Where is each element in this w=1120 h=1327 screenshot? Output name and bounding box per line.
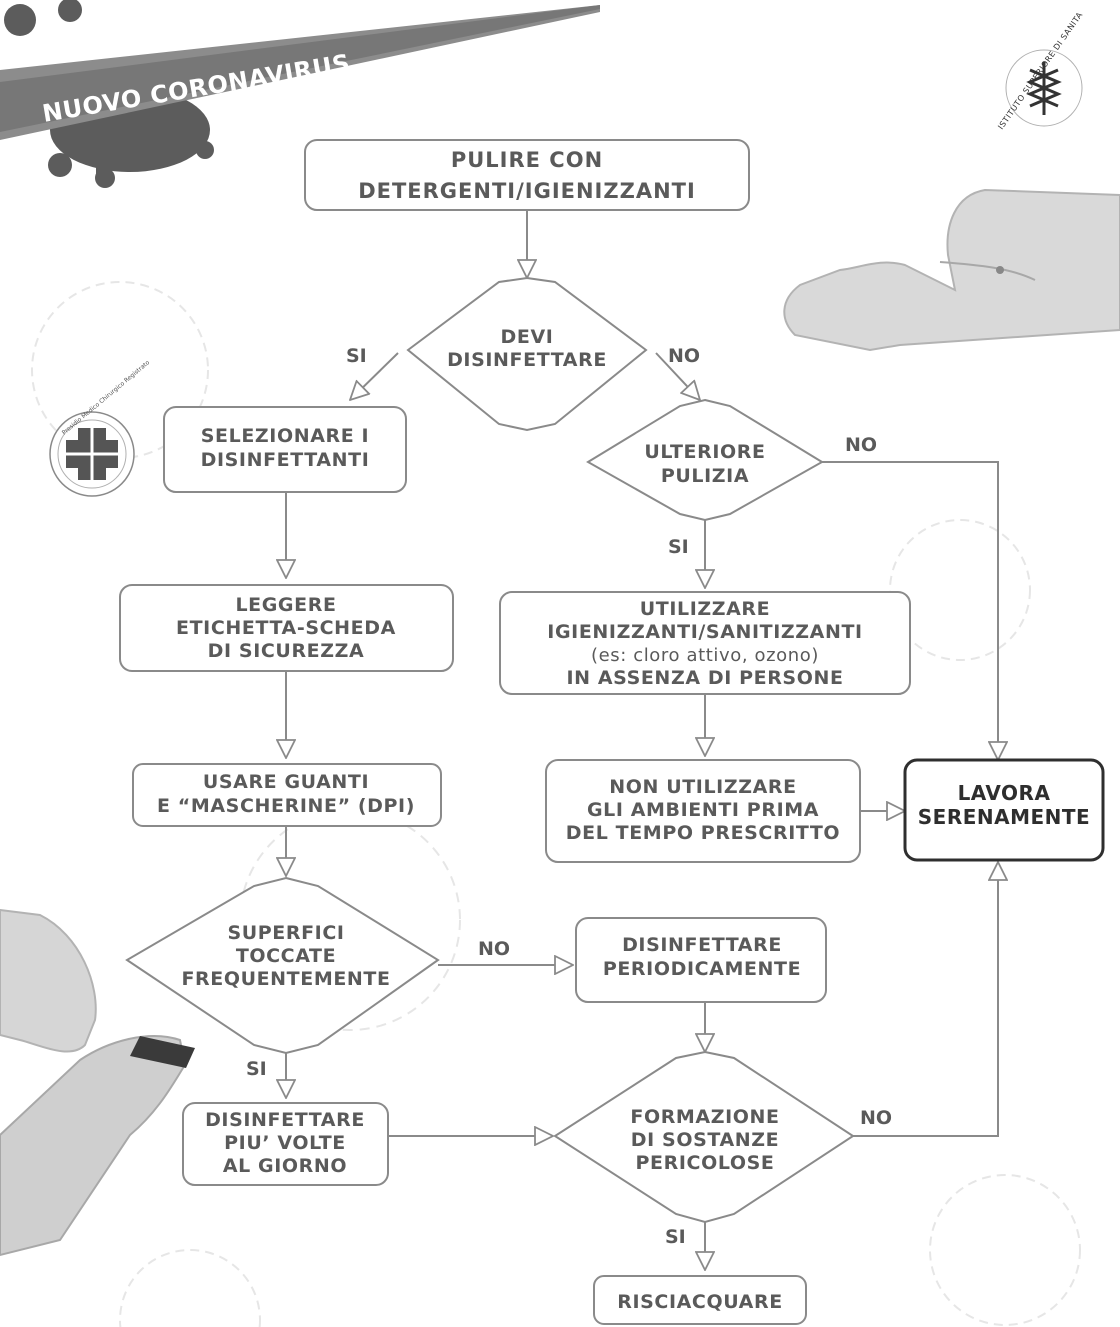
node-usare-guanti: USARE GUANTI E “MASCHERINE” (DPI) — [132, 763, 442, 827]
gloved-hands-cleaning-illustration — [0, 908, 195, 1257]
node-disinfettare-piu-volte: DISINFETTARE PIU’ VOLTE AL GIORNO — [182, 1102, 389, 1186]
node-piu-volte-line-2: PIU’ VOLTE — [224, 1132, 346, 1154]
node-lavora-line-1: LAVORA — [958, 781, 1051, 805]
decision-superfici-line-1: SUPERFICI — [227, 922, 344, 944]
edge-label-formazione-no: NO — [860, 1107, 892, 1129]
node-pulire-line-2: DETERGENTI/IGIENIZZANTI — [358, 179, 696, 203]
node-periodicamente-line-1: DISINFETTARE — [622, 934, 782, 956]
node-selezionare-line-1: SELEZIONARE I — [201, 425, 369, 447]
iss-logo-text: ISTITUTO SUPERIORE DI SANITA — [996, 10, 1084, 131]
decision-ulteriore-line-2: PULIZIA — [661, 465, 749, 487]
decision-devi-line-2: DISINFETTARE — [447, 349, 607, 371]
node-risciacquare-line-1: RISCIACQUARE — [617, 1291, 783, 1313]
edge-label-superfici-no: NO — [478, 938, 510, 960]
node-utilizzare-line-3: (es: cloro attivo, ozono) — [591, 645, 819, 666]
decision-devi-line-1: DEVI — [501, 326, 554, 348]
edge-label-devi-no: NO — [668, 345, 700, 367]
decision-formazione-line-3: PERICOLOSE — [636, 1152, 775, 1174]
node-selezionare-line-2: DISINFETTANTI — [201, 449, 370, 471]
node-piu-volte-line-1: DISINFETTARE — [205, 1109, 365, 1131]
coronavirus-banner: NUOVO CORONAVIRUS — [0, 0, 600, 188]
decision-formazione-line-1: FORMAZIONE — [630, 1106, 779, 1128]
node-selezionare: SELEZIONARE I DISINFETTANTI — [163, 406, 407, 493]
node-utilizzare-line-4: IN ASSENZA DI PERSONE — [566, 667, 843, 689]
decision-formazione-sostanze: FORMAZIONE DI SOSTANZE PERICOLOSE — [553, 1050, 855, 1224]
medical-logo: Presidio Medico Chirurgico Registrato — [49, 359, 151, 497]
edge-label-formazione-si: SI — [665, 1226, 686, 1248]
node-usare-line-2: E “MASCHERINE” (DPI) — [157, 795, 415, 817]
iss-seal-icon — [1026, 62, 1062, 115]
node-non-utilizzare-line-1: NON UTILIZZARE — [609, 776, 796, 798]
decision-ulteriore-line-1: ULTERIORE — [644, 441, 765, 463]
node-leggere-line-2: ETICHETTA-SCHEDA — [176, 617, 396, 639]
node-pulire-line-1: PULIRE CON — [451, 148, 603, 172]
decision-devi-disinfettare: DEVI DISINFETTARE — [406, 276, 648, 432]
node-non-utilizzare-line-2: GLI AMBIENTI PRIMA — [587, 799, 819, 821]
node-utilizzare: UTILIZZARE IGIENIZZANTI/SANITIZZANTI (es… — [499, 591, 911, 695]
node-utilizzare-line-2: IGIENIZZANTI/SANITIZZANTI — [547, 621, 862, 643]
decision-ulteriore-pulizia: ULTERIORE PULIZIA — [586, 398, 824, 522]
edge-labels: SI NO NO SI NO SI NO SI — [246, 345, 892, 1248]
node-leggere-line-3: DI SICUREZZA — [208, 640, 365, 662]
node-leggere: LEGGERE ETICHETTA-SCHEDA DI SICUREZZA — [119, 584, 454, 672]
decision-superfici-line-3: FREQUENTEMENTE — [181, 968, 390, 990]
edge-label-ulteriore-no: NO — [845, 434, 877, 456]
node-non-utilizzare: NON UTILIZZARE GLI AMBIENTI PRIMA DEL TE… — [545, 759, 861, 863]
decision-superfici-toccate: SUPERFICI TOCCATE FREQUENTEMENTE — [125, 876, 440, 1055]
node-utilizzare-line-1: UTILIZZARE — [640, 598, 771, 620]
node-leggere-line-1: LEGGERE — [235, 594, 336, 616]
node-risciacquare: RISCIACQUARE — [593, 1275, 807, 1325]
node-periodicamente-line-2: PERIODICAMENTE — [603, 958, 801, 980]
node-non-utilizzare-line-3: DEL TEMPO PRESCRITTO — [566, 822, 840, 844]
edge-label-ulteriore-si: SI — [668, 536, 689, 558]
node-piu-volte-line-3: AL GIORNO — [223, 1155, 347, 1177]
node-pulire: PULIRE CON DETERGENTI/IGIENIZZANTI — [304, 139, 750, 211]
decision-superfici-line-2: TOCCATE — [236, 945, 336, 967]
iss-logo: ISTITUTO SUPERIORE DI SANITA — [996, 10, 1084, 131]
node-usare-line-1: USARE GUANTI — [203, 771, 369, 793]
gloved-hand-illustration — [783, 188, 1120, 352]
node-disinfettare-periodicamente: DISINFETTARE PERIODICAMENTE — [575, 917, 827, 1003]
node-lavora-line-2: SERENAMENTE — [918, 805, 1090, 829]
decision-formazione-line-2: DI SOSTANZE — [631, 1129, 779, 1151]
node-lavora-serenamente: LAVORA SERENAMENTE — [903, 758, 1105, 862]
edge-label-devi-si: SI — [346, 345, 367, 367]
connectors — [286, 210, 998, 1270]
edge-label-superfici-si: SI — [246, 1058, 267, 1080]
medical-cross-icon — [66, 428, 118, 480]
